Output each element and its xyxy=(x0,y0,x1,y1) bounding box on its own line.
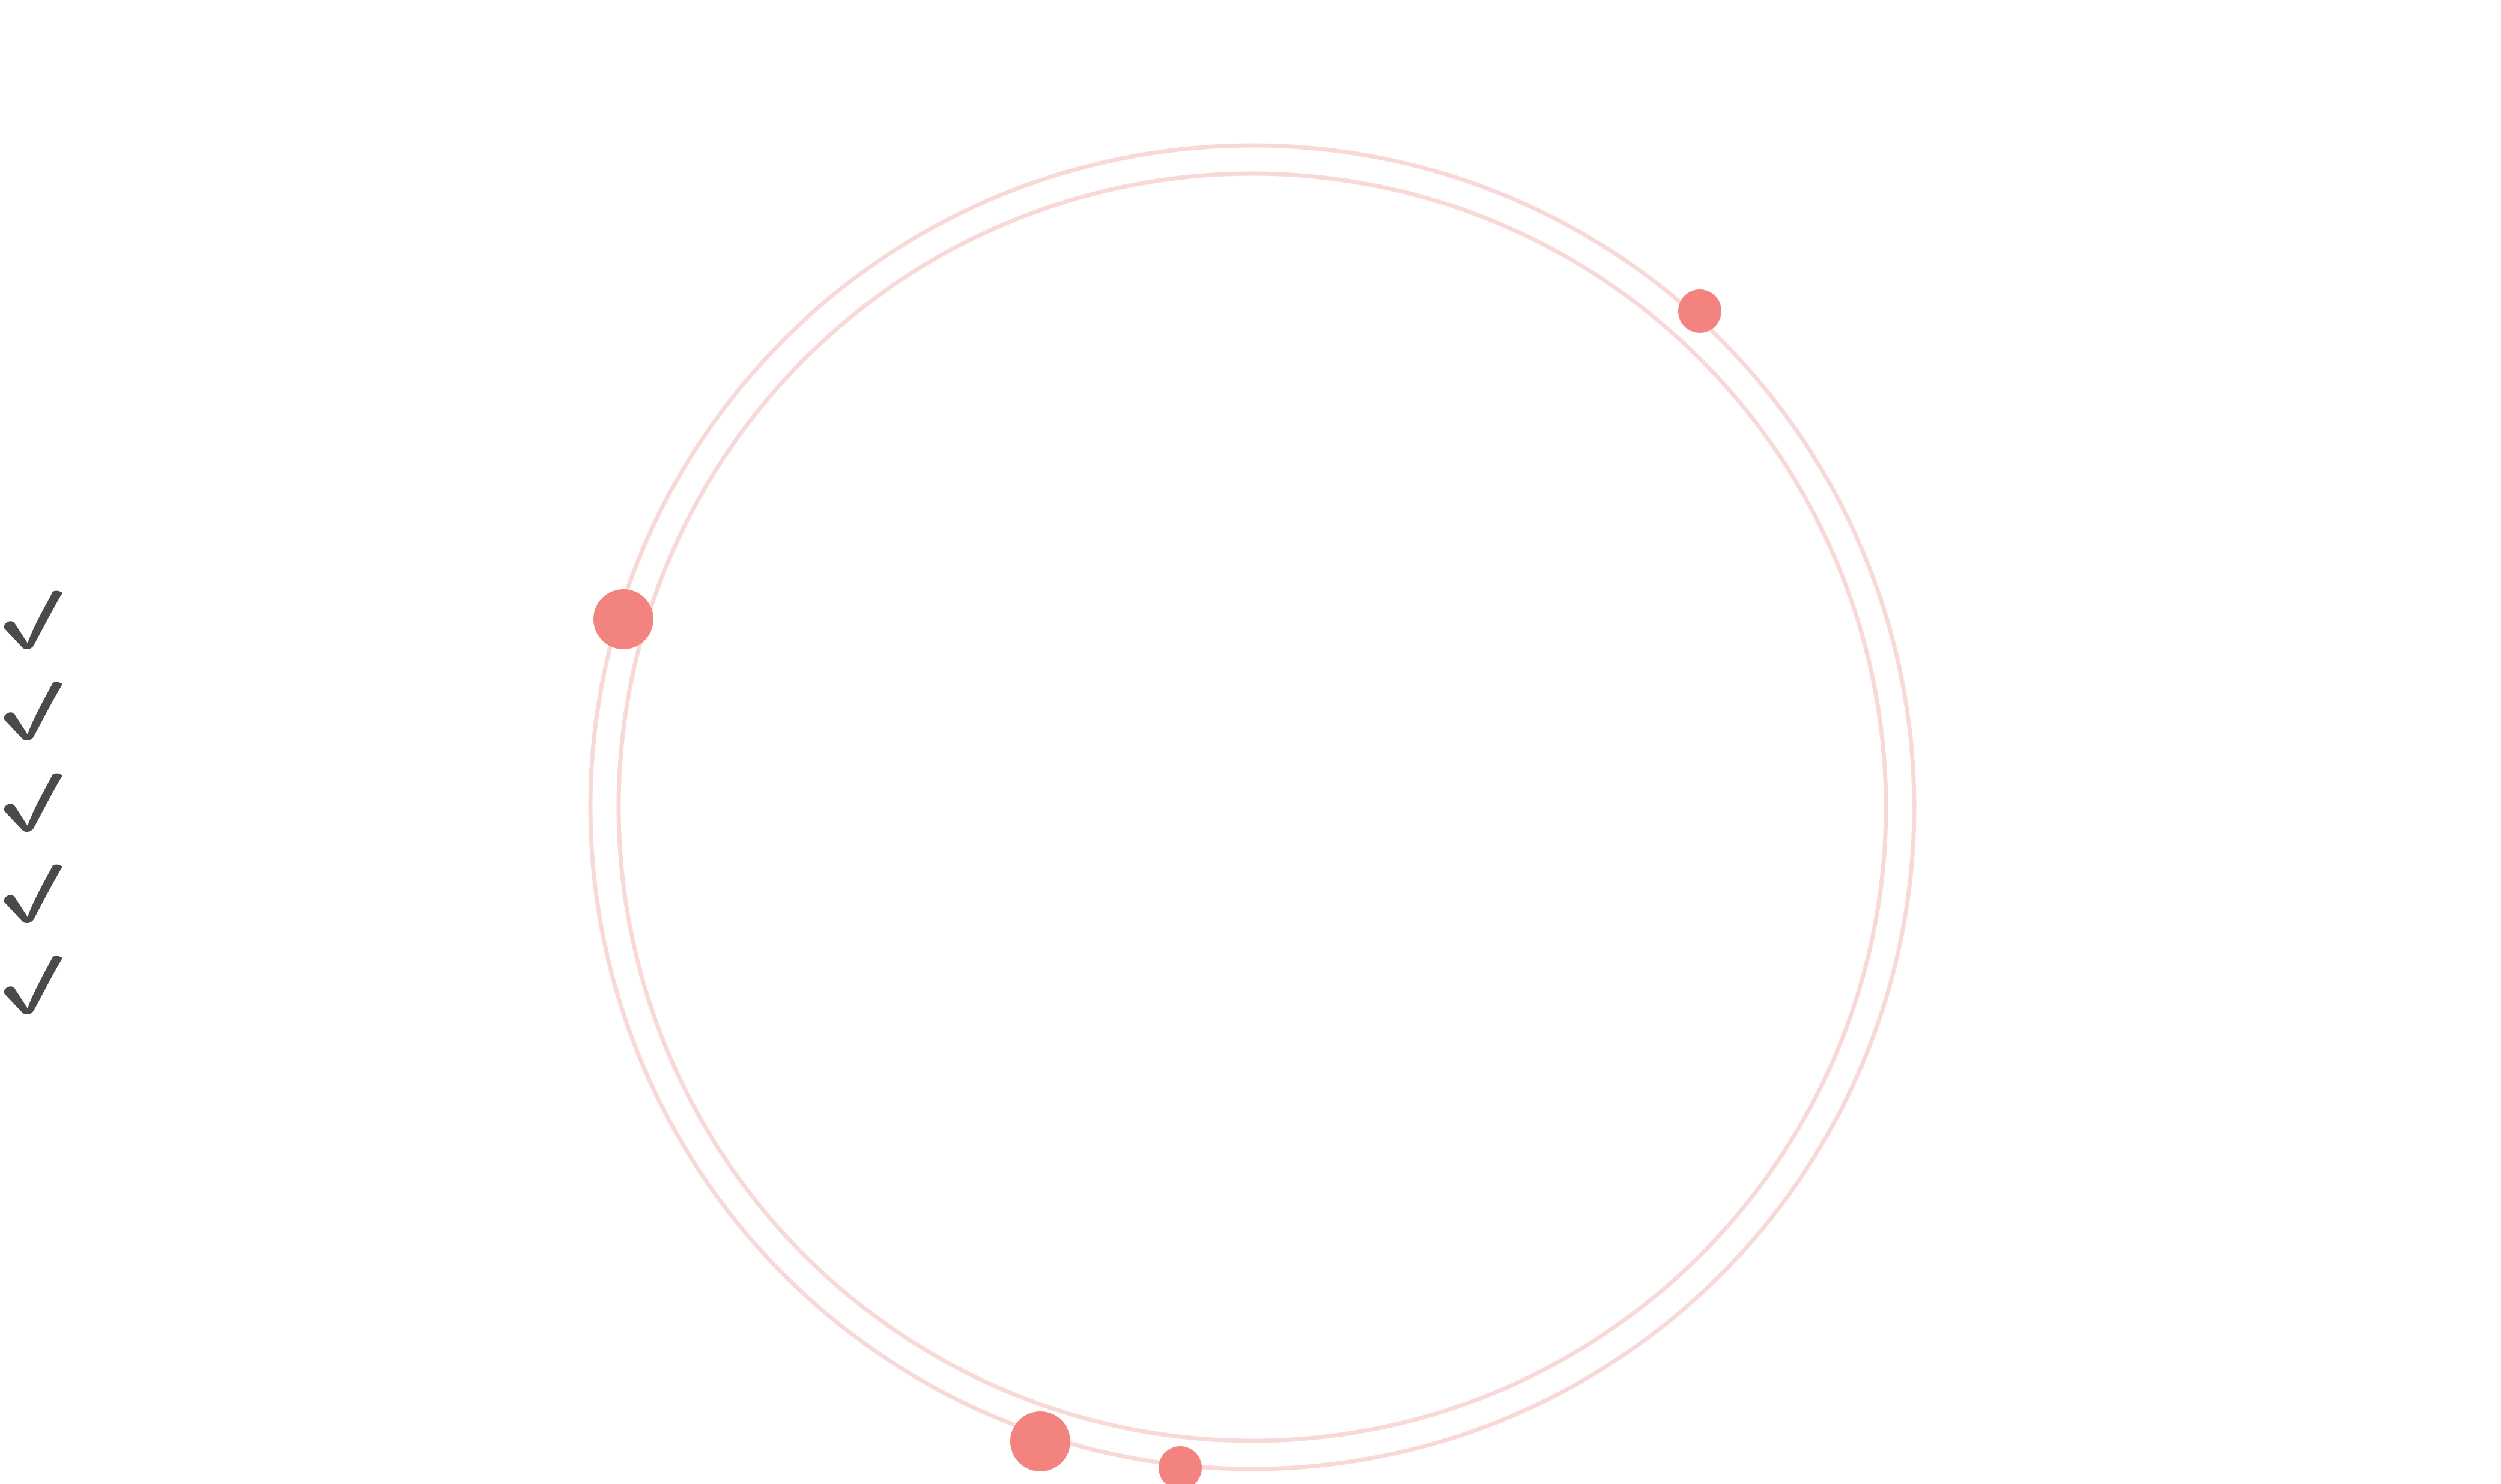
orbit-dot-bottom-small xyxy=(1159,1446,1202,1484)
inner-ring xyxy=(616,171,1888,1443)
check-item-5 xyxy=(0,945,72,1017)
checklist xyxy=(0,0,84,1484)
checkmark-icon xyxy=(4,956,62,1014)
outer-ring xyxy=(588,143,1917,1471)
orbit-dot-top-right xyxy=(1678,289,1721,333)
checkmark-icon xyxy=(4,773,62,832)
check-item-4 xyxy=(0,854,72,926)
checkmark-icon xyxy=(4,682,62,740)
check-item-3 xyxy=(0,763,72,835)
checkmark-icon xyxy=(4,864,62,923)
check-item-2 xyxy=(0,671,72,744)
checkmark-icon xyxy=(4,590,62,649)
orbit-dot-left xyxy=(593,589,653,649)
check-item-1 xyxy=(0,580,72,652)
orbit-dot-bottom-large xyxy=(1010,1411,1070,1471)
